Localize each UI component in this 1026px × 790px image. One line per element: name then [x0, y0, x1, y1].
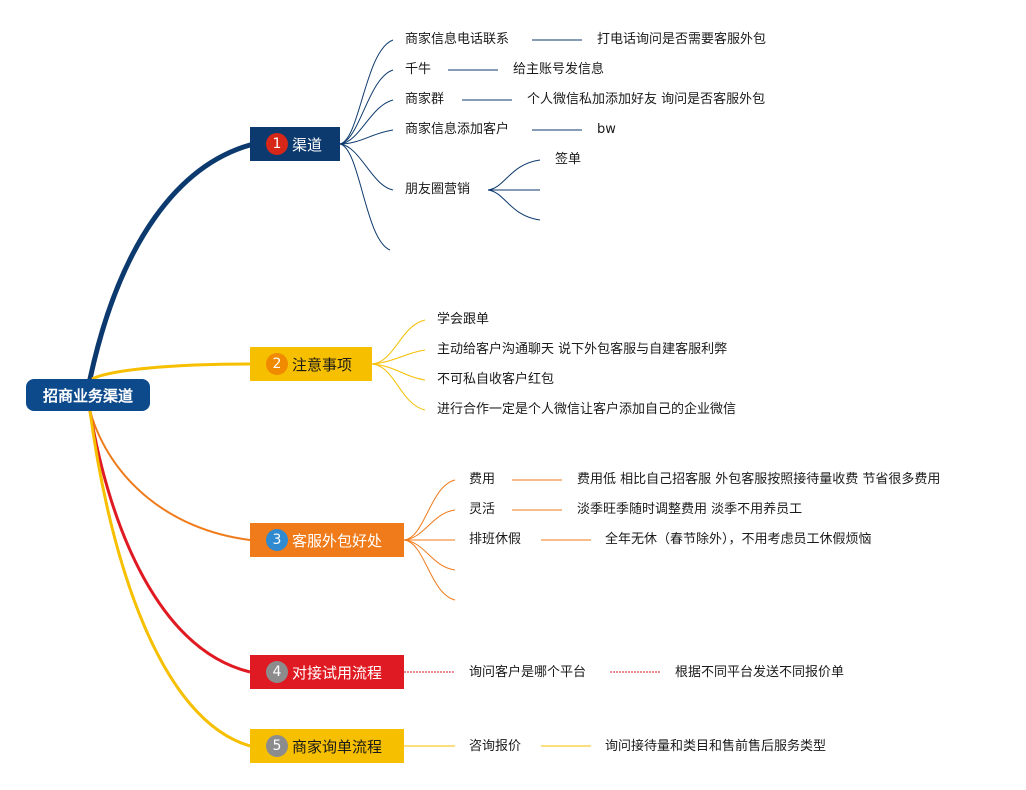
branch-label: 注意事项 [292, 355, 353, 374]
note-item[interactable]: 主动给客户沟通聊天 说下外包客服与自建客服利弊 [437, 342, 728, 357]
channel-item[interactable]: 商家群 [405, 92, 445, 107]
channel-subitem[interactable]: 签单 [555, 152, 582, 167]
branch-inquiry-process[interactable]: 5 商家询单流程 [250, 729, 404, 763]
inquiry-detail[interactable]: 询问接待量和类目和售前售后服务类型 [605, 739, 827, 754]
channel-item[interactable]: 商家信息添加客户 [405, 122, 510, 137]
connector-root-b1 [87, 142, 253, 382]
branch-benefits[interactable]: 3 客服外包好处 [250, 523, 404, 557]
branch-notes[interactable]: 2 注意事项 [250, 347, 372, 381]
inquiry-step[interactable]: 咨询报价 [469, 739, 522, 754]
channel-detail[interactable]: 个人微信私加添加好友 询问是否客服外包 [527, 92, 766, 107]
trial-step[interactable]: 询问客户是哪个平台 [469, 665, 587, 680]
branch1-connectors [339, 39, 582, 251]
channel-item[interactable]: 千牛 [405, 62, 432, 77]
trial-detail[interactable]: 根据不同平台发送不同报价单 [675, 665, 845, 680]
branch-label: 客服外包好处 [292, 531, 383, 550]
root-topic[interactable]: 招商业务渠道 [26, 379, 150, 411]
number-badge-icon: 5 [266, 735, 288, 757]
connector-root-b2 [91, 362, 251, 381]
branch-label: 商家询单流程 [292, 737, 383, 756]
branch3-connectors [403, 479, 591, 601]
channel-item[interactable]: 朋友圈营销 [405, 182, 471, 197]
channel-detail[interactable]: 给主账号发信息 [513, 62, 605, 77]
benefit-detail[interactable]: 全年无休（春节除外），不用考虑员工休假烦恼 [605, 532, 872, 547]
branch-channels[interactable]: 1 渠道 [250, 127, 340, 161]
branch-trial-process[interactable]: 4 对接试用流程 [250, 655, 404, 689]
branch2-connectors [371, 319, 426, 411]
note-item[interactable]: 不可私自收客户红包 [437, 372, 555, 387]
channel-detail[interactable]: 打电话询问是否需要客服外包 [597, 32, 767, 47]
benefit-item[interactable]: 费用 [469, 472, 496, 487]
connector-root-b5 [88, 410, 251, 748]
note-item[interactable]: 学会跟单 [437, 312, 490, 327]
number-badge-icon: 3 [266, 529, 288, 551]
channel-item[interactable]: 商家信息电话联系 [405, 32, 510, 47]
note-item[interactable]: 进行合作一定是个人微信让客户添加自己的企业微信 [437, 402, 737, 417]
number-badge-icon: 4 [266, 661, 288, 683]
branch-label: 渠道 [292, 135, 323, 154]
benefit-item[interactable]: 排班休假 [469, 532, 522, 547]
benefit-item[interactable]: 灵活 [469, 502, 496, 517]
branch-label: 对接试用流程 [292, 663, 383, 682]
channel-detail[interactable]: bw [597, 122, 616, 137]
connector-root-b4 [88, 410, 251, 674]
number-badge-icon: 2 [266, 353, 288, 375]
benefit-detail[interactable]: 淡季旺季随时调整费用 淡季不用养员工 [577, 502, 803, 517]
connector-root-b3 [89, 410, 251, 541]
benefit-detail[interactable]: 费用低 相比自己招客服 外包客服按照接待量收费 节省很多费用 [577, 472, 941, 487]
number-badge-icon: 1 [266, 133, 288, 155]
